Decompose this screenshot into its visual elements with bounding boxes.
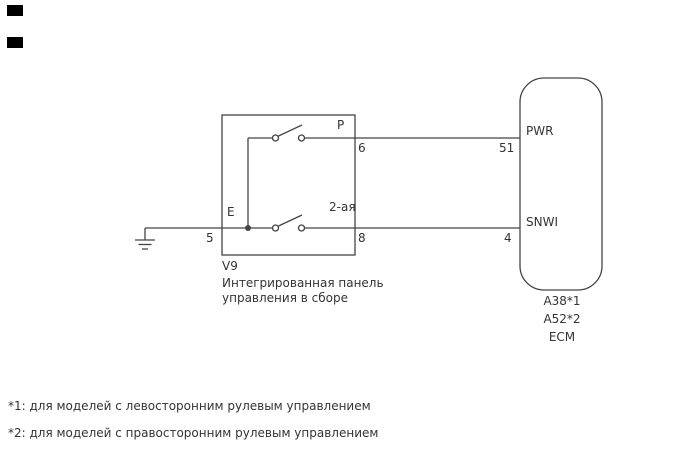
ecm-connector-labels: A38*1 A52*2 ECM — [520, 292, 604, 346]
switch-2nd-label: 2-ая — [329, 200, 356, 214]
switch-p-label: P — [337, 118, 345, 132]
ecm-connector-a52: A52*2 — [543, 312, 581, 326]
page-marker-icon — [7, 37, 23, 48]
panel-caption: Интегрированная панель управления в сбор… — [222, 276, 384, 306]
ecm-connector-a38: A38*1 — [543, 294, 581, 308]
ground-icon — [135, 228, 155, 250]
footnote-2: *2: для моделей с правосторонним рулевым… — [8, 426, 379, 440]
footnote-1: *1: для моделей с левосторонним рулевым … — [8, 399, 371, 413]
ecm-terminal-snwi: SNWI — [526, 215, 558, 229]
panel-caption-line2: управления в сборе — [222, 291, 348, 305]
panel-pin-8: 8 — [358, 231, 366, 245]
page-marker-icon — [7, 5, 23, 16]
switch-2nd-icon — [222, 214, 355, 232]
ecm-pin-4: 4 — [504, 231, 512, 245]
switch-p-icon — [248, 124, 355, 142]
panel-pin-6: 6 — [358, 141, 366, 155]
panel-pin-5: 5 — [206, 231, 214, 245]
ecm-box — [519, 77, 603, 291]
ecm-pin-51: 51 — [499, 141, 515, 155]
panel-caption-line1: Интегрированная панель — [222, 276, 384, 290]
panel-box — [221, 114, 356, 256]
ecm-terminal-pwr: PWR — [526, 124, 554, 138]
ecm-name: ECM — [548, 330, 576, 344]
panel-terminal-e: E — [227, 205, 235, 219]
panel-code: V9 — [222, 259, 238, 273]
